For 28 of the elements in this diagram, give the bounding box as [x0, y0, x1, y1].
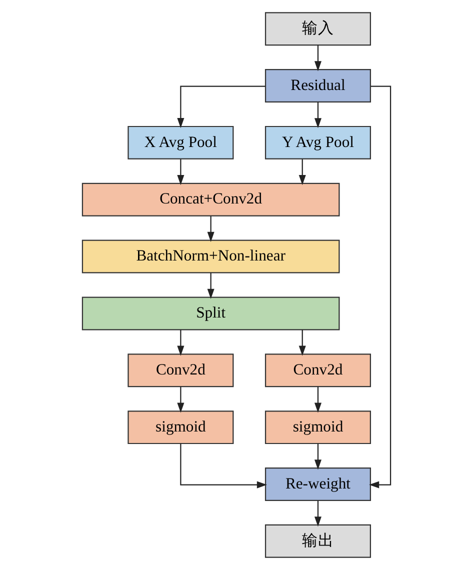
arrow: [207, 216, 214, 242]
node-box: Split: [82, 296, 340, 330]
node-box: Re-weight: [264, 468, 371, 501]
arrow: [177, 330, 184, 356]
arrow: [314, 102, 322, 128]
arrow: [314, 45, 322, 72]
arrow: [314, 500, 322, 527]
arrow: [314, 386, 322, 413]
arrow: [180, 444, 267, 488]
arrow: [298, 330, 306, 356]
arrow: [177, 86, 266, 128]
arrow: [177, 386, 184, 413]
node-box: Residual: [264, 69, 371, 102]
node-box: Concat+Conv2d: [82, 182, 340, 216]
arrow: [298, 159, 306, 186]
arrow: [177, 159, 184, 186]
node-box: 输入: [264, 12, 371, 46]
node-box: Y Avg Pool: [264, 126, 371, 160]
node-box: Conv2d: [264, 354, 371, 388]
arrow: [207, 273, 214, 299]
node-box: Conv2d: [128, 354, 234, 388]
node-box: BatchNorm+Non-linear: [82, 240, 340, 274]
node-box: X Avg Pool: [128, 126, 234, 160]
node-box: sigmoid: [264, 410, 371, 444]
node-box: 输出: [264, 524, 371, 558]
arrow: [369, 86, 392, 488]
arrow: [314, 444, 322, 470]
node-box: sigmoid: [128, 410, 234, 444]
